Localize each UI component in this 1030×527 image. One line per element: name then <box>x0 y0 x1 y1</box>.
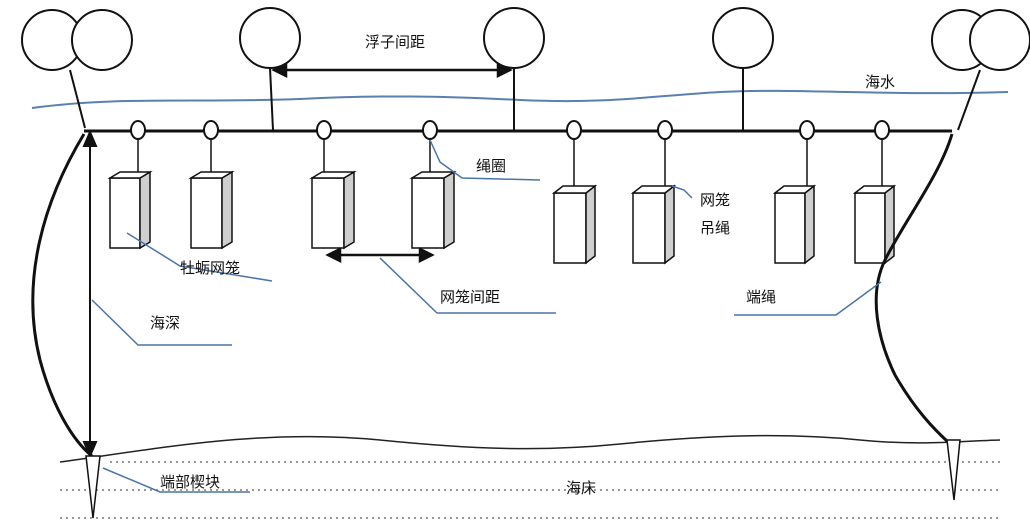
cage-7 <box>772 184 817 265</box>
leader-oyster-cage <box>126 232 273 282</box>
end-rope-label: 端绳 <box>746 288 776 306</box>
cage-2 <box>188 170 235 250</box>
float-2 <box>239 7 301 69</box>
end-anchor-label: 端部楔块 <box>160 473 220 491</box>
seabed-label: 海床 <box>566 479 596 497</box>
leader-rope-ring <box>429 139 541 181</box>
float-spacing-arrow <box>271 61 513 79</box>
cage-rope-label-line1: 网笼 <box>700 191 730 209</box>
float-right-b <box>969 9 1030 71</box>
leader-cage-rope <box>671 185 693 199</box>
leader-end-anchor <box>102 467 250 493</box>
end-anchor-left <box>85 455 101 519</box>
cage-hanging-ropes <box>137 139 883 186</box>
cage-rope-label-line2: 吊绳 <box>700 219 730 237</box>
end-rope-left <box>31 133 93 458</box>
float-spacing-label: 浮子间距 <box>365 33 425 51</box>
cage-spacing-arrow <box>325 246 435 264</box>
leader-cage-spacing <box>379 257 556 314</box>
cage-8 <box>852 184 897 265</box>
seawater-label: 海水 <box>865 73 895 91</box>
float-lines <box>69 67 981 131</box>
cage-3 <box>309 170 357 250</box>
seabed-line <box>59 434 1001 463</box>
cage-spacing-label: 网笼间距 <box>440 288 500 306</box>
end-anchors <box>85 439 961 519</box>
rope-rings <box>130 120 890 140</box>
float-3 <box>483 7 545 69</box>
seabed-dotted-layers <box>60 461 1000 519</box>
end-anchor-right <box>946 439 961 501</box>
cage-1 <box>107 170 153 250</box>
cage-4 <box>409 170 457 250</box>
cage-6 <box>630 184 677 265</box>
oyster-cages <box>107 170 897 265</box>
end-ropes <box>31 133 954 458</box>
sea-depth-arrow <box>82 129 98 459</box>
leader-sea-depth <box>91 299 232 346</box>
leader-end-rope <box>734 281 882 316</box>
sea-depth-label: 海深 <box>150 314 180 332</box>
rope-ring-label: 绳圈 <box>476 157 506 175</box>
oyster-cage-label: 牡蛎网笼 <box>180 259 240 277</box>
cage-5 <box>551 184 598 265</box>
float-4 <box>712 7 774 69</box>
end-rope-right <box>874 133 954 444</box>
seawater-line <box>31 89 1009 109</box>
leader-lines <box>91 139 882 493</box>
float-left-b <box>71 9 133 71</box>
floats <box>21 7 1030 71</box>
